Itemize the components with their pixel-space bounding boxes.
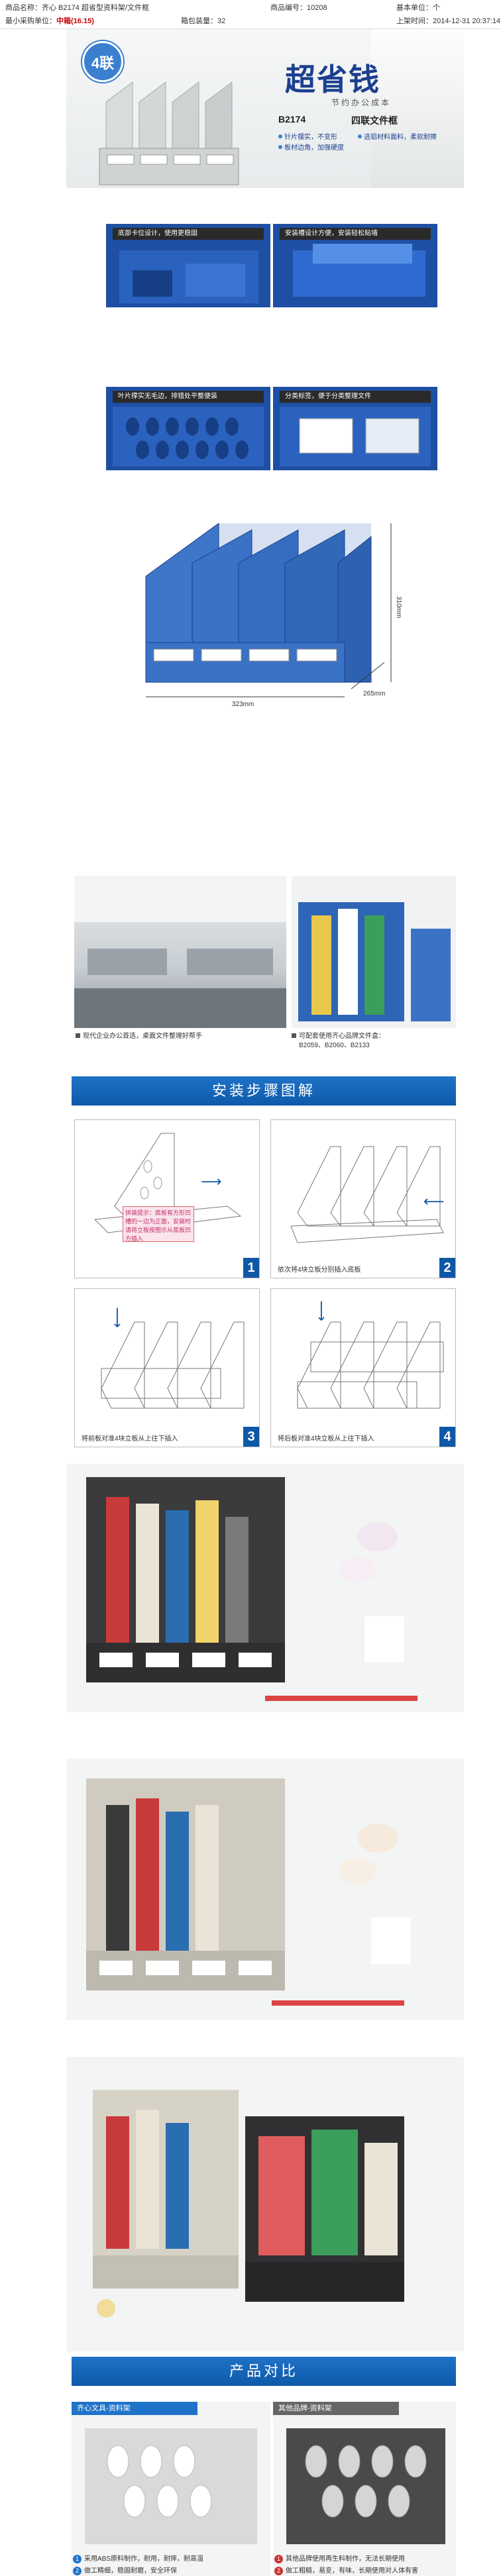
- install-warning: 拼装提示：底板有方形凹槽的一边为正面，安装时请将立板按图示从底板凹方插入: [123, 1206, 194, 1242]
- bullet-icon: [358, 134, 362, 138]
- hero-subtitle: 节约办公成本: [331, 98, 392, 107]
- install-step-2: ⟵ 依次将4块立板分别插入底板 2: [270, 1119, 456, 1278]
- install-steps-banner: 安装步骤图解: [72, 1076, 456, 1106]
- product-code: 商品编号：10208: [270, 4, 327, 12]
- step-3-diagram: [101, 1321, 245, 1409]
- hero-feature-2: 选铝材料面料，柔软耐擦: [358, 131, 437, 141]
- min-order-value: 中箱(16.15): [56, 17, 94, 25]
- compatible-caption: 可配套使用齐心品牌文件盒：B2059、B2060、B2133: [292, 1032, 385, 1051]
- number-2-icon: 2: [274, 2567, 283, 2575]
- number-1-icon: 1: [274, 2555, 283, 2563]
- office-photo: [74, 876, 286, 1028]
- office-caption: 现代企业办公首选，桌面文件整理好帮手: [76, 1032, 202, 1041]
- number-1-icon: 1: [73, 2555, 82, 2563]
- step-text: 将前板对准4块立板从上往下插入: [82, 1435, 178, 1443]
- box-qty: 箱包装量：32: [181, 17, 226, 25]
- office-scene-image: [74, 876, 286, 1028]
- step-2-diagram: [290, 1146, 444, 1243]
- arrow-down-icon: ⟶: [109, 1307, 126, 1328]
- others-rack-closeup: [286, 2428, 445, 2544]
- detail-photo-base: 底部卡位设计，使用更稳固: [106, 224, 270, 307]
- detail-caption: 分类标签，便于分类整理文件: [280, 391, 431, 403]
- square-bullet-icon: [292, 1033, 296, 1038]
- product-name: 商品名称：齐心 B2174 超省型资料架/文件框: [5, 4, 149, 12]
- dimension-diagram: 310mm 323mm 265mm: [139, 523, 418, 729]
- ours-rack-closeup: [85, 2428, 257, 2544]
- meta-row-1: 商品名称：齐心 B2174 超省型资料架/文件框 商品编号：10208 基本单位…: [5, 1, 496, 15]
- hero-product-name: 四联文件框: [351, 115, 398, 126]
- black-rack-image: [86, 1477, 418, 1701]
- hero-feature-3: 板材边角，加强硬度: [278, 142, 344, 152]
- compare-ours-title: 齐心文具-资料架: [72, 2402, 197, 2415]
- detail-photo-panel: 叶片撑实无毛边，排错处平整便装: [106, 387, 270, 470]
- number-2-icon: 2: [73, 2567, 82, 2575]
- product-photo-grey: [66, 1759, 464, 2020]
- hero-rack-image: [99, 81, 239, 185]
- detail-caption: 底部卡位设计，使用更稳固: [113, 228, 264, 240]
- min-order: 最小采购单位：中箱(16.15): [5, 17, 94, 25]
- rack-with-files-photo: [292, 876, 456, 1028]
- hero-title: 超省钱: [285, 62, 380, 97]
- step-number: 2: [439, 1258, 455, 1278]
- step-text: 依次将4块立板分别插入底板: [278, 1266, 361, 1274]
- product-meta: 商品名称：齐心 B2174 超省型资料架/文件框 商品编号：10208 基本单位…: [0, 0, 501, 29]
- install-step-4: ⟶ 将后板对准4块立板从上往下插入 4: [270, 1288, 456, 1447]
- meta-row-2: 最小采购单位：中箱(16.15) 箱包装量：32 上架时间：2014-12-31…: [5, 15, 500, 28]
- compare-others-title: 其他品牌-资料架: [273, 2402, 399, 2415]
- bullet-icon: [278, 145, 282, 149]
- detail-panel-image: [113, 407, 264, 466]
- hero-cup-background: [371, 29, 464, 188]
- arrow-icon: ⟵: [423, 1193, 445, 1210]
- dimension-height: 310mm: [395, 596, 402, 619]
- detail-slot-image: [293, 244, 425, 297]
- install-step-3: ⟶ 将前板对准4块立板从上往下插入 3: [74, 1288, 260, 1447]
- step-number: 4: [439, 1427, 455, 1447]
- detail-base-image: [119, 250, 258, 303]
- arrow-down-icon: ⟶: [313, 1300, 330, 1321]
- base-unit: 基本单位：个: [396, 4, 440, 12]
- rack-files-image: [298, 902, 451, 1021]
- install-step-1: ⟶ 拼装提示：底板有方形凹槽的一边为正面，安装时请将立板按图示从底板凹方插入 1: [74, 1119, 260, 1278]
- hero-feature-1: 针片摆实，不变形: [278, 131, 337, 141]
- step-text: 将后板对准4块立板从上往下插入: [278, 1435, 374, 1443]
- arrow-icon: ⟶: [201, 1173, 222, 1190]
- product-photo-pair: [66, 2057, 464, 2351]
- hero-banner: 4联 超省钱 节约办公成本 B2174 四联文件框 针片摆实，不变形 选铝材料面…: [66, 29, 464, 188]
- step-number: 3: [243, 1427, 259, 1447]
- detail-label-image: [280, 407, 431, 466]
- listed-time: 上架时间：2014-12-31 20:37:14: [396, 17, 501, 25]
- detail-caption: 安装槽设计方便，安装轻松贴墙: [280, 228, 431, 240]
- dimension-depth: 265mm: [363, 690, 386, 697]
- step-1-diagram: [93, 1133, 242, 1233]
- step-number: 1: [243, 1258, 259, 1278]
- detail-photo-slot: 安装槽设计方便，安装轻松贴墙: [273, 224, 437, 307]
- product-photo-black: [66, 1464, 464, 1712]
- detail-photo-label: 分类标签，便于分类整理文件: [273, 387, 437, 470]
- square-bullet-icon: [76, 1033, 80, 1038]
- detail-caption: 叶片撑实无毛边，排错处平整便装: [113, 391, 264, 403]
- step-4-diagram: [297, 1321, 444, 1409]
- compare-banner: 产品对比: [72, 2357, 456, 2386]
- four-slot-badge: 4联: [82, 41, 123, 82]
- blue-rack-dimension-image: [145, 523, 392, 697]
- bullet-icon: [278, 134, 282, 138]
- grey-rack-image: [86, 1778, 411, 2006]
- hero-model: B2174: [278, 114, 306, 125]
- pair-rack-image: [93, 2090, 404, 2318]
- dimension-width: 323mm: [232, 701, 254, 708]
